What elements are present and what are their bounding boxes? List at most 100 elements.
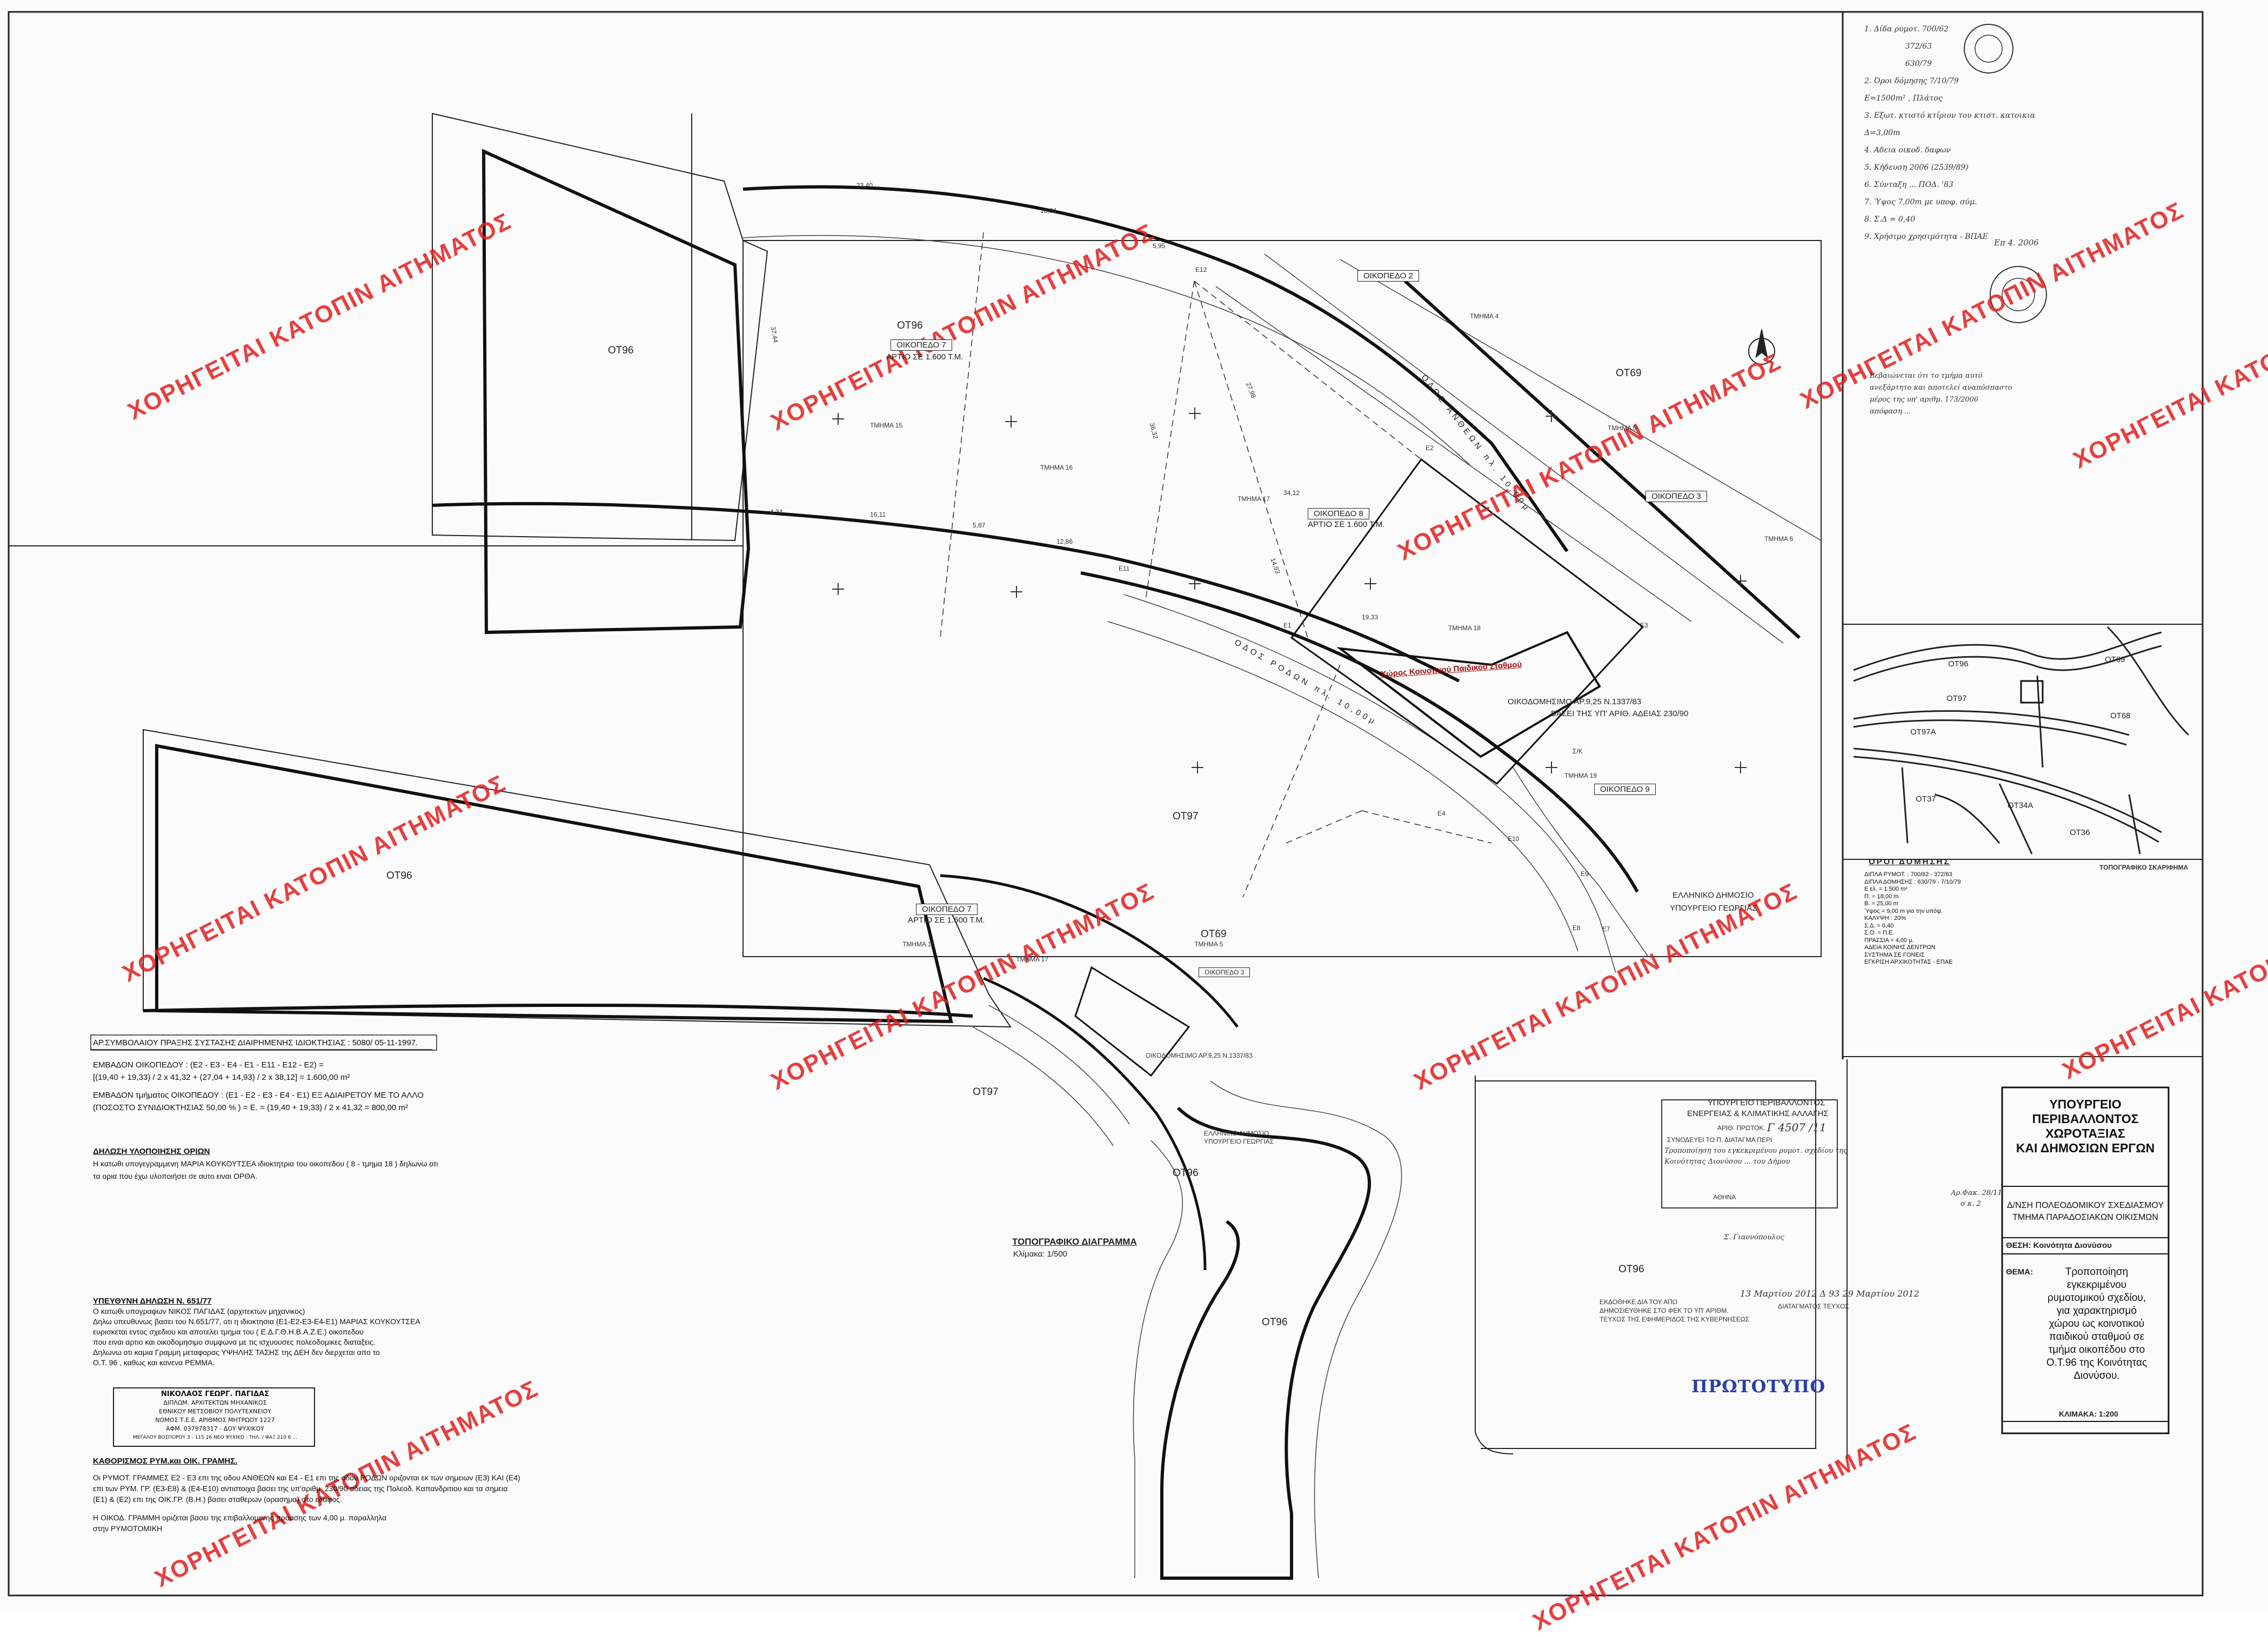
ministry-line: ΥΠΟΥΡΓΕΙΟ bbox=[2049, 1097, 2122, 1111]
definition-line bbox=[93, 1505, 741, 1512]
responsibility-line: Δηλω υπευθυνως βασει του Ν.651/77, οτι η… bbox=[93, 1317, 420, 1326]
parcel-label: ΤΜΗΜΑ 16 bbox=[1040, 464, 1073, 471]
plot-area: ΑΡΤΙΟ ΣΕ 1.600 Τ.Μ. bbox=[908, 916, 985, 925]
confirm-line: ανεξάρτητο και αποτελεί αναπόσπαστο bbox=[1870, 384, 2012, 392]
terms-line: ΔΙΠΛΑ ΡΥΜΟΤ. : 700/62 - 372/63 bbox=[1864, 871, 1952, 878]
approval-line: ΥΠΟΥΡΓΕΙΟ ΠΕΡΙΒΑΛΛΟΝΤΟΣ bbox=[1708, 1098, 1825, 1107]
zone-label: ΟΤ96 bbox=[1173, 1167, 1199, 1179]
building-note: ΟΙΚΟΔΟΜΗΣΙΜΟ ΑΡ.9,25 Ν.1337/83 bbox=[1146, 1052, 1253, 1059]
area-line: (ΠΟΣΟΣΤΟ ΣΥΝΙΔΙΟΚΤΗΣΙΑΣ 50,00 % ) = Ε. =… bbox=[93, 1103, 409, 1112]
responsibility-line: που ειναι αρτιο και οικοδομησιμο συμφωνα… bbox=[93, 1338, 376, 1346]
subject-line: τμήμα οικοπέδου στο bbox=[2048, 1344, 2145, 1355]
plot-label: ΟΙΚΟΠΕΔΟ 3 bbox=[1199, 967, 1250, 977]
stamp-line: ΔΙΠΛΩΜ. ΑΡΧΙΤΕΚΤΩΝ ΜΗΧΑΝΙΚΟΣ bbox=[163, 1399, 267, 1406]
zone-label: ΟΤ96 bbox=[1262, 1317, 1288, 1328]
sketch-label: ΟΤ34Α bbox=[2008, 801, 2033, 810]
parcel-label: ΤΜΗΜΑ 17 bbox=[1237, 495, 1270, 503]
approval-line: ΕΝΕΡΓΕΙΑΣ & ΚΛΙΜΑΤΙΚΗΣ ΑΛΛΑΓΗΣ bbox=[1687, 1109, 1829, 1118]
note-line: 630/79 bbox=[1864, 59, 1932, 68]
definition-line: (Ε1) & (Ε2) επι της ΟΙΚ.ΓΡ. (Β.Η.) βασει… bbox=[93, 1495, 343, 1504]
handwritten-notes: 1. Δίδα ρυμοτ. 700/62 372/63 630/79 2. Ό… bbox=[1864, 21, 2035, 245]
point-label: Ε4 bbox=[1437, 810, 1446, 817]
approval-hand: Τροποποίηση του εγκεκριμένου ρυμοτ. σχεδ… bbox=[1664, 1147, 1848, 1155]
approval-line: ΑΡΙΘ. ΠΡΩΤΟΚ. bbox=[1717, 1124, 1765, 1132]
plot-label: ΟΙΚΟΠΕΔΟ 3 bbox=[1645, 491, 1707, 502]
dimension: 4,34 bbox=[770, 508, 783, 516]
publication-hand: 13 Μαρτίου 2012 Δ 93 29 Μαρτίου 2012 bbox=[1740, 1288, 1919, 1299]
state-label: ΥΠΟΥΡΓΕΙΟ ΓΕΩΡΓΙΑΣ bbox=[1204, 1138, 1274, 1145]
terms-line: ΠΡΑΣΣΙΑ = 4,00 μ. bbox=[1864, 937, 1914, 944]
terms-line: Ε ελ. = 1.500 m² bbox=[1864, 886, 1908, 892]
subject-line: Διονύσου. bbox=[2073, 1370, 2120, 1381]
subject-line: Ο.Τ.96 της Κοινότητας bbox=[2046, 1357, 2147, 1368]
terms-line: Ύψος = 9,00 m για την υπόψ. bbox=[1864, 907, 1943, 914]
parcel-label: ΤΜΗΜΑ 15 bbox=[902, 940, 935, 948]
zone-label: ΟΤ69 bbox=[1616, 368, 1642, 379]
zone-label: ΟΤ96 bbox=[897, 320, 923, 331]
stamp-line: ΑΦΜ. 037978317 - ΔΟΥ ΨΥΧΙΚΟΥ bbox=[166, 1425, 264, 1432]
stamp-line: ΝΟΜΟΣ Τ.Ε.Ε. ΑΡΙΘΜΟΣ ΜΗΤΡΩΟΥ 1227 bbox=[155, 1417, 275, 1424]
handwritten-signature: Επ 4. 2006 bbox=[1994, 238, 2039, 248]
stamp-line: ΜΕΓΑΛΟΥ ΒΟΣΠΟΡΟΥ 3 - 115 26 ΝΕΟ ΨΥΧΙΚΟ -… bbox=[133, 1435, 297, 1440]
dimension: 5,87 bbox=[973, 522, 986, 529]
area-line: ΕΜΒΑΔΟΝ ΟΙΚΟΠΕΔΟΥ : (Ε2 - Ε3 - Ε4 - Ε1 -… bbox=[93, 1060, 324, 1070]
plot-label: ΟΙΚΟΠΕΔΟ 2 bbox=[1357, 270, 1419, 282]
responsibility-line: Δηλωνω οτι καμια Γραμμη μεταφορας ΥΨΗΛΗΣ… bbox=[93, 1348, 380, 1357]
original-stamp: ΠΡΩΤΟΤΥΠΟ bbox=[1691, 1376, 1826, 1397]
zone-label: ΟΤ97 bbox=[973, 1086, 999, 1098]
point-label: Ε7 bbox=[1602, 925, 1610, 933]
dimension: 19,33 bbox=[1362, 613, 1379, 621]
engineer-stamp: ΝΙΚΟΛΑΟΣ ΓΕΩΡΓ. ΠΑΓΙΔΑΣ ΔΙΠΛΩΜ. ΑΡΧΙΤΕΚΤ… bbox=[118, 1390, 312, 1442]
note-line: 2. Όροι δόμησης 7/10/79 bbox=[1864, 77, 1959, 85]
scale-field: ΚΛΙΜΑΚΑ: 1:200 bbox=[2059, 1410, 2118, 1418]
note-line: 3. Εξωτ. κτιστό κτίριον του κτιστ. κατοι… bbox=[1864, 111, 2036, 120]
topo-title: ΤΟΠΟΓΡΑΦΙΚΟ ΔΙΑΓΡΑΜΜΑ bbox=[1012, 1237, 1137, 1247]
file-number: σ.κ. 2 bbox=[1961, 1200, 1982, 1208]
note-line: 5. Κήδευση 2006 (2539/89) bbox=[1864, 163, 1969, 172]
sketch-label: ΟΤ36 bbox=[2070, 828, 2090, 837]
definition-heading: ΚΑΘΟΡΙΣΜΟΣ ΡΥΜ.και ΟΙΚ. ΓΡΑΜΗΣ. bbox=[93, 1457, 238, 1466]
parcel-label: ΤΜΗΜΑ 6 bbox=[1764, 535, 1794, 543]
location-field: ΘΕΣΗ: Κοινότητα Διονύσου bbox=[2006, 1241, 2112, 1250]
sketch-label: ΟΤ69 bbox=[2105, 655, 2125, 664]
publication-line: ΕΚΔΟΘΗΚΕ ΔΙΑ ΤΟΥ ΑΠΟ bbox=[1600, 1298, 1678, 1306]
point-label: Ε11 bbox=[1119, 565, 1130, 572]
subject-line: ρυμοτομικού σχεδίου, bbox=[2047, 1292, 2146, 1304]
publication-line: ΔΙΑΤΑΓΜΑΤΟΣ ΤΕΥΧΟΣ bbox=[1778, 1303, 1849, 1310]
point-label: Ε2 bbox=[1426, 444, 1434, 452]
responsibility-line: Ο κατωθι υπογραφων ΝΙΚΟΣ ΠΑΓΙΔΑΣ (αρχιτε… bbox=[93, 1307, 305, 1316]
note-line: 372/63 bbox=[1864, 42, 1932, 51]
notes-block: ΑΡ.ΣΥΜΒΟΛΑΙΟΥ ΠΡΑΞΗΣ ΣΥΣΤΑΣΗΣ ΔΙΑΙΡΗΜΕΝΗ… bbox=[93, 1037, 687, 1183]
ministry-title: ΥΠΟΥΡΓΕΙΟ ΠΕΡΙΒΑΛΛΟΝΤΟΣ ΧΩΡΟΤΑΞΙΑΣ ΚΑΙ Δ… bbox=[2002, 1097, 2169, 1156]
definition-block: ΚΑΘΟΡΙΣΜΟΣ ΡΥΜ.και ΟΙΚ. ΓΡΑΜΗΣ. Οι ΡΥΜΟΤ… bbox=[93, 1456, 741, 1534]
publication-line: ΔΗΜΟΣΙΕΥΘΗΚΕ ΣΤΟ ΦΕΚ ΤΟ ΥΠ' ΑΡΙΘΜ. bbox=[1600, 1307, 1729, 1314]
dimension: 5,95 bbox=[1153, 242, 1166, 250]
department: Δ/ΝΣΗ ΠΟΛΕΟΔΟΜΙΚΟΥ ΣΧΕΔΙΑΣΜΟΥ ΤΜΗΜΑ ΠΑΡΑ… bbox=[2002, 1200, 2169, 1224]
point-label: Ε3 bbox=[1640, 622, 1648, 629]
parcel-label: ΤΜΗΜΑ 5 bbox=[1194, 940, 1223, 948]
subject-heading: ΘΕΜΑ: bbox=[2006, 1267, 2033, 1277]
terms-list: ΔΙΠΛΑ ΡΥΜΟΤ. : 700/62 - 372/63 ΔΙΠΛΑ ΔΟΜ… bbox=[1864, 871, 1961, 966]
zone-label: ΟΤ69 bbox=[1201, 929, 1227, 940]
approval-line: ΣΥΝΟΔΕΥΕΙ ΤΟ Π. ΔΙΑΤΑΓΜΑ ΠΕΡΙ bbox=[1667, 1136, 1772, 1144]
terms-line: ΕΓΚΡΙΣΗ ΑΡΧΙΚΟΤΗΤΑΣ - ΕΠΑΕ bbox=[1864, 959, 1953, 965]
approval-hand: Κοινότητας Διονύσου ... του Δήμου bbox=[1664, 1158, 1790, 1166]
symbolaio-line: ΑΡ.ΣΥΜΒΟΛΑΙΟΥ ΠΡΑΞΗΣ ΣΥΣΤΑΣΗΣ ΔΙΑΙΡΗΜΕΝΗ… bbox=[93, 1038, 418, 1047]
responsibility-line: Ο.Τ. 96 , καθως και κανενα ΡΕΜΜΑ. bbox=[93, 1358, 215, 1367]
dimension: 16,11 bbox=[870, 511, 886, 518]
definition-line: στην ΡΥΜΟΤΟΜΙΚΗ bbox=[93, 1524, 163, 1533]
subject-line: για χαρακτηρισμό bbox=[2056, 1305, 2137, 1317]
building-note: ΒΑΣΕΙ ΤΗΣ ΥΠ' ΑΡΙΘ. ΑΔΕΙΑΣ 230/90 bbox=[1551, 709, 1689, 718]
department-line: Δ/ΝΣΗ ΠΟΛΕΟΔΟΜΙΚΟΥ ΣΧΕΔΙΑΣΜΟΥ bbox=[2006, 1201, 2164, 1210]
approval-number: Γ 4507 /11 bbox=[1767, 1121, 1827, 1134]
parcel-label: ΤΜΗΜΑ 17 bbox=[1016, 956, 1049, 963]
confirm-line: μέρος της υπ' αριθμ. 173/2006 bbox=[1870, 396, 1979, 404]
note-line: 1. Δίδα ρυμοτ. 700/62 bbox=[1864, 25, 1949, 34]
zone-label: ΟΤ96 bbox=[1618, 1264, 1644, 1275]
sketch-label: ΟΤ96 bbox=[1948, 659, 1969, 669]
note-line: 9. Χρήσιμο χρησιμότητα - ΒΠΑΕ bbox=[1864, 232, 1988, 241]
handwritten-confirm: Βεβαιώνεται ότι το τμήμα αυτό ανεξάρτητο… bbox=[1870, 370, 2012, 418]
confirm-line: Βεβαιώνεται ότι το τμήμα αυτό bbox=[1870, 372, 1983, 380]
